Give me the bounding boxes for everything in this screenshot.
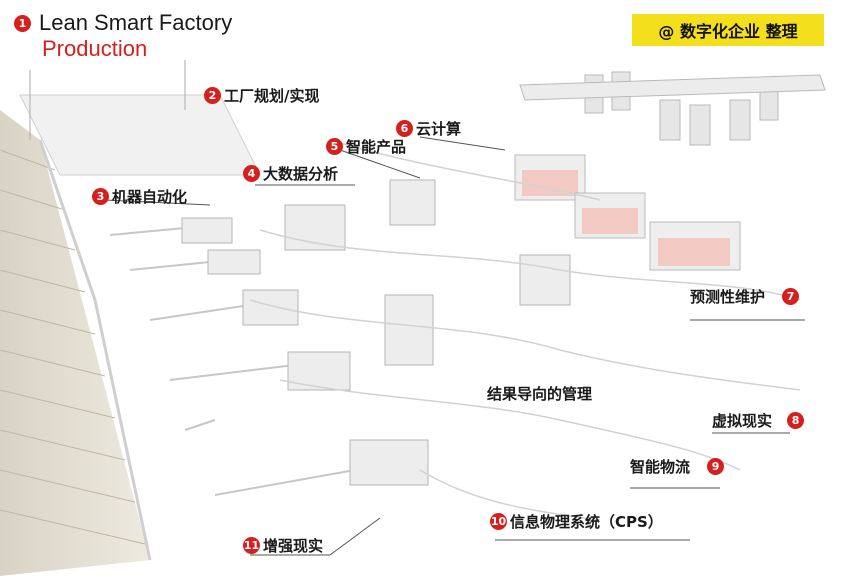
machine-stations	[181, 179, 571, 486]
label-smart-products: 5 智能产品	[326, 136, 406, 157]
left-building-roof	[0, 110, 152, 576]
label-factory-planning: 2 工厂规划/实现	[204, 85, 319, 106]
marker-3: 3	[92, 188, 109, 205]
label-text: 信息物理系统（CPS）	[510, 513, 663, 531]
marker-2: 2	[204, 87, 221, 104]
marker-6: 6	[396, 120, 413, 137]
network-lines	[249, 139, 801, 521]
page-subtitle: Production	[42, 36, 148, 61]
label-augmented-reality: 11 增强现实	[243, 535, 323, 556]
marker-1: 1	[14, 14, 31, 32]
marker-9: 9	[707, 458, 725, 475]
marker-11: 11	[243, 537, 260, 554]
label-text: 智能产品	[346, 138, 407, 156]
label-text: 预测性维护	[690, 288, 766, 306]
header: 1 Lean Smart Factory Production	[14, 10, 232, 62]
conveyor-lines	[109, 227, 356, 496]
label-text: 智能物流	[630, 458, 691, 476]
marker-4: 4	[243, 165, 260, 182]
label-predictive-maintenance: 7 预测性维护	[690, 286, 800, 307]
label-smart-logistics: 9 智能物流	[630, 456, 725, 477]
marker-8: 8	[787, 412, 805, 429]
marker-5: 5	[326, 138, 343, 155]
label-text: 虚拟现实	[712, 412, 773, 430]
planning-area	[19, 60, 261, 176]
label-cloud-computing: 6 云计算	[396, 118, 461, 139]
leader-lines	[104, 136, 805, 556]
source-badge: @ 数字化企业 整理	[632, 14, 824, 46]
marker-7: 7	[782, 288, 800, 305]
label-cps: 10 信息物理系统（CPS）	[490, 511, 663, 532]
label-text: 云计算	[416, 120, 462, 138]
label-result-oriented-management: 结果导向的管理	[487, 385, 593, 403]
marker-10: 10	[490, 513, 507, 530]
label-text: 工厂规划/实现	[224, 87, 320, 105]
top-right-machines	[519, 71, 826, 146]
label-virtual-reality: 8 虚拟现实	[712, 410, 805, 431]
page-title: Lean Smart Factory	[39, 10, 233, 35]
label-big-data-analysis: 4 大数据分析	[243, 163, 338, 184]
label-machine-automation: 3 机器自动化	[92, 186, 187, 207]
label-text: 增强现实	[263, 537, 324, 555]
label-text: 机器自动化	[112, 188, 188, 206]
label-text: 大数据分析	[263, 165, 339, 183]
oven-units	[514, 154, 741, 271]
header-title-row: 1 Lean Smart Factory	[14, 10, 232, 36]
